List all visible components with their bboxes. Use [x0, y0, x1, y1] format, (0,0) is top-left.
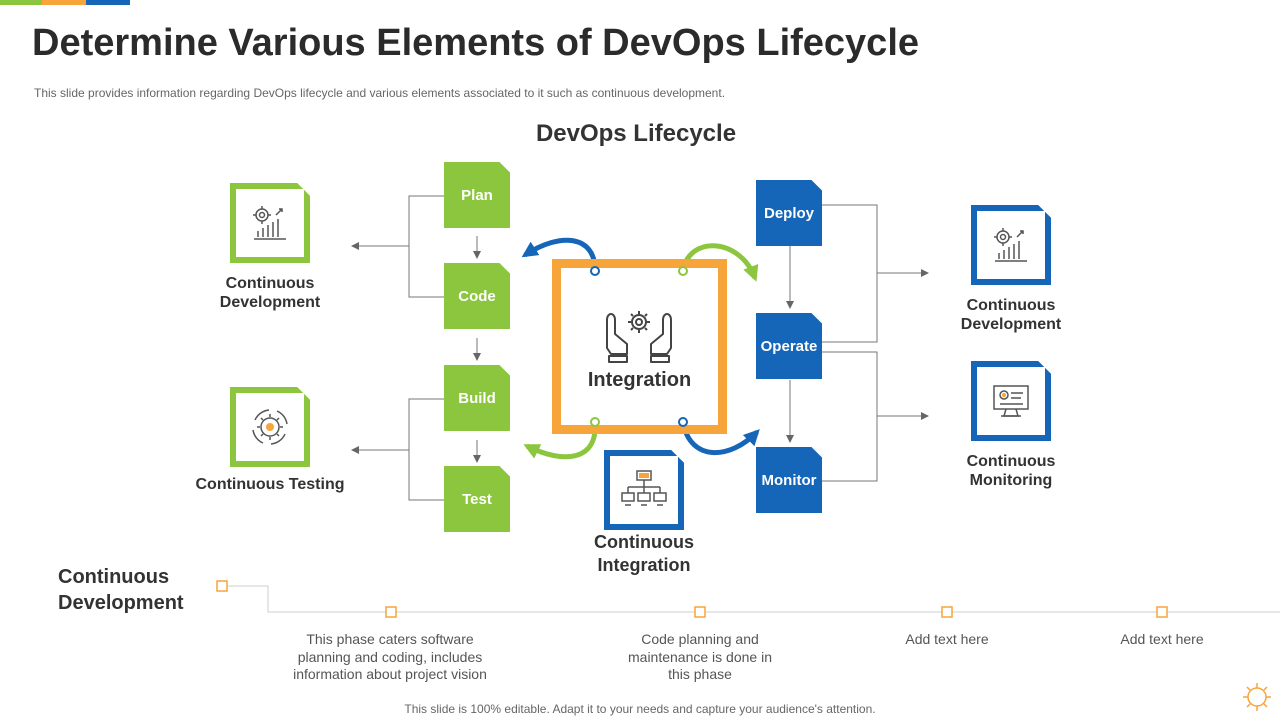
hands-gear-icon	[606, 311, 672, 363]
step-operate: Operate	[756, 313, 822, 379]
continuous-development-card-left	[230, 183, 310, 263]
timeline-marker	[1156, 606, 1168, 618]
timeline-item-text: Add text here	[1120, 631, 1204, 647]
page-subtitle: This slide provides information regardin…	[34, 86, 726, 100]
gear-chart-icon	[994, 228, 1027, 262]
step-plan: Plan	[444, 162, 510, 228]
step-build: Build	[444, 365, 510, 431]
timeline-title: Continuous Development	[58, 566, 184, 614]
diagram-title: DevOps Lifecycle	[535, 120, 737, 147]
gear-chart-icon	[253, 206, 286, 240]
timeline-item-text: This phase caters software planning and …	[293, 631, 487, 682]
integration-box	[552, 259, 727, 434]
continuous-integration-label: Continuous Integration	[594, 532, 694, 575]
step-test: Test	[444, 466, 510, 532]
monitor-icon	[993, 385, 1029, 417]
timeline-marker	[385, 606, 397, 618]
corner-gear-icon	[1243, 683, 1271, 711]
center-connector-dots	[590, 266, 688, 427]
continuous-monitoring-label: Continuous Monitoring	[966, 453, 1056, 489]
continuous-development-label-right: Continuous Development	[960, 297, 1062, 333]
gear-cycle-icon	[252, 409, 288, 445]
timeline-item-text: Code planning and maintenance is done in…	[628, 631, 772, 682]
accent-bar-orange	[42, 0, 86, 5]
page-title: Determine Various Elements of DevOps Lif…	[32, 22, 920, 64]
timeline-marker	[941, 606, 953, 618]
timeline-marker	[694, 606, 706, 618]
accent-bar-blue	[86, 0, 130, 5]
continuous-monitoring-card	[971, 361, 1051, 441]
footer-note: This slide is 100% editable. Adapt it to…	[404, 702, 876, 716]
continuous-integration-card	[604, 450, 684, 530]
step-monitor: Monitor	[756, 447, 822, 513]
continuous-testing-card	[230, 387, 310, 467]
continuous-testing-label: Continuous Testing	[195, 476, 345, 493]
continuous-development-label-left: Continuous Development	[219, 275, 321, 311]
timeline-marker-start	[216, 580, 228, 592]
continuous-development-card-right	[971, 205, 1051, 285]
step-deploy: Deploy	[756, 180, 822, 246]
step-code: Code	[444, 263, 510, 329]
network-icon	[621, 470, 667, 506]
timeline-item-text: Add text here	[905, 631, 989, 647]
integration-label: Integration	[587, 369, 692, 391]
accent-bar-green	[0, 0, 42, 5]
